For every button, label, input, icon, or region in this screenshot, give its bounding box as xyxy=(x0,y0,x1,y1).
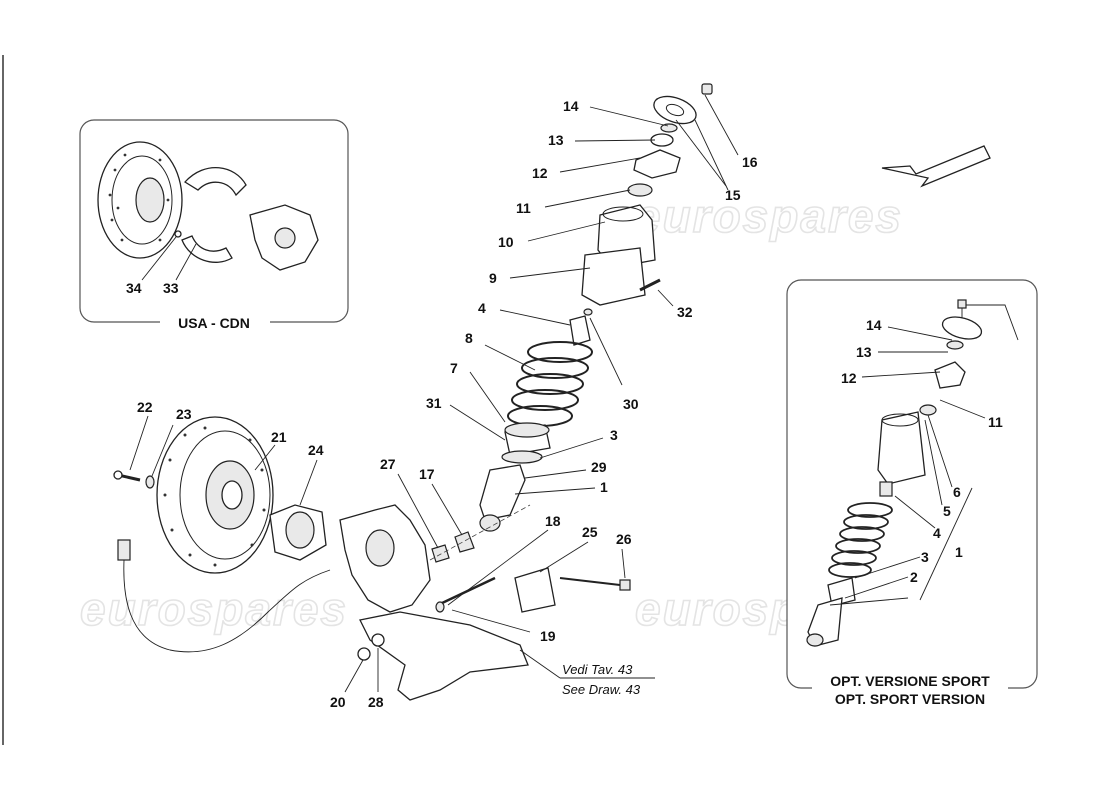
callout-21: 21 xyxy=(271,429,287,445)
callout-sport-4: 4 xyxy=(933,525,941,541)
callout-sport-11: 11 xyxy=(988,414,1003,430)
callout-15: 15 xyxy=(725,187,741,203)
callout-14: 14 xyxy=(563,98,579,114)
inset-caption-usa: USA - CDN xyxy=(178,315,250,331)
callout-19: 19 xyxy=(540,628,556,644)
callout-sport-12: 12 xyxy=(841,370,857,386)
callout-23: 23 xyxy=(176,406,192,422)
callout-32: 32 xyxy=(677,304,693,320)
callout-sport-5: 5 xyxy=(943,503,951,519)
callout-sport-1: 1 xyxy=(955,544,963,560)
callout-17: 17 xyxy=(419,466,435,482)
inset-caption-sport-en: OPT. SPORT VERSION xyxy=(835,691,985,707)
callout-29: 29 xyxy=(591,459,607,475)
callout-8: 8 xyxy=(465,330,473,346)
inset-caption-sport-it: OPT. VERSIONE SPORT xyxy=(830,673,990,689)
dust-shield-part xyxy=(183,167,247,197)
reference-note-it: Vedi Tav. 43 xyxy=(562,662,633,677)
callout-1: 1 xyxy=(600,479,608,495)
callout-13: 13 xyxy=(548,132,564,148)
callout-7: 7 xyxy=(450,360,458,376)
callout-sport-13: 13 xyxy=(856,344,872,360)
callout-12: 12 xyxy=(532,165,548,181)
hub-assembly xyxy=(113,416,631,701)
callout-10: 10 xyxy=(498,234,514,250)
callout-numbers: 14 13 12 11 10 9 4 8 7 31 3 29 1 16 15 3… xyxy=(137,98,1003,710)
callout-30: 30 xyxy=(623,396,639,412)
callout-18: 18 xyxy=(545,513,561,529)
callout-11: 11 xyxy=(516,200,531,216)
callout-sport-2: 2 xyxy=(910,569,918,585)
watermark: eurospares xyxy=(635,190,903,242)
inset-sport-version xyxy=(786,279,1038,689)
callout-20: 20 xyxy=(330,694,346,710)
callout-25: 25 xyxy=(582,524,598,540)
direction-arrow xyxy=(881,145,991,188)
leader-lines xyxy=(129,94,986,693)
callout-28: 28 xyxy=(368,694,384,710)
watermark: eurospares xyxy=(80,583,348,635)
callout-4: 4 xyxy=(478,300,486,316)
callout-sport-14: 14 xyxy=(866,317,882,333)
shock-absorber-assembly xyxy=(429,83,713,563)
callout-34: 34 xyxy=(126,280,142,296)
callout-sport-3: 3 xyxy=(921,549,929,565)
callout-16: 16 xyxy=(742,154,758,170)
callout-22: 22 xyxy=(137,399,153,415)
callout-33: 33 xyxy=(163,280,179,296)
callout-sport-6: 6 xyxy=(953,484,961,500)
callout-27: 27 xyxy=(380,456,396,472)
reference-note-en: See Draw. 43 xyxy=(562,682,641,697)
callout-31: 31 xyxy=(426,395,442,411)
callout-26: 26 xyxy=(616,531,632,547)
callout-24: 24 xyxy=(308,442,324,458)
callout-3: 3 xyxy=(610,427,618,443)
callout-9: 9 xyxy=(489,270,497,286)
inset-usa-cdn: 34 33 USA - CDN xyxy=(79,119,349,331)
